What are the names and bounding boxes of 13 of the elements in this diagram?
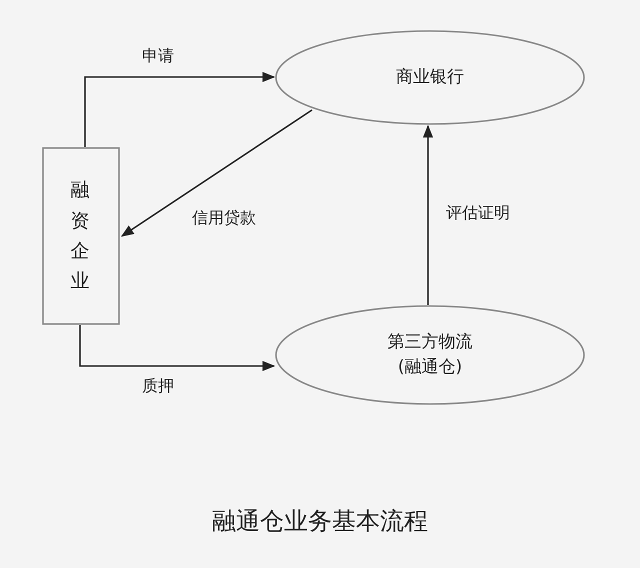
node-text: 融资企业 <box>70 178 91 294</box>
entity-ellipse <box>275 30 585 125</box>
node-text: 第三方物流 <box>388 330 472 354</box>
arrow <box>422 124 434 305</box>
caption: 融通仓业务基本流程 <box>211 506 429 537</box>
node-text: 商业银行 <box>396 66 464 89</box>
arrow <box>84 72 276 147</box>
edge-label: 信用贷款 <box>190 208 258 229</box>
arrow <box>120 109 312 237</box>
arrow <box>79 325 276 372</box>
process-box <box>42 147 120 325</box>
entity-ellipse <box>275 305 585 405</box>
node-text: (融通仓) <box>398 356 462 379</box>
